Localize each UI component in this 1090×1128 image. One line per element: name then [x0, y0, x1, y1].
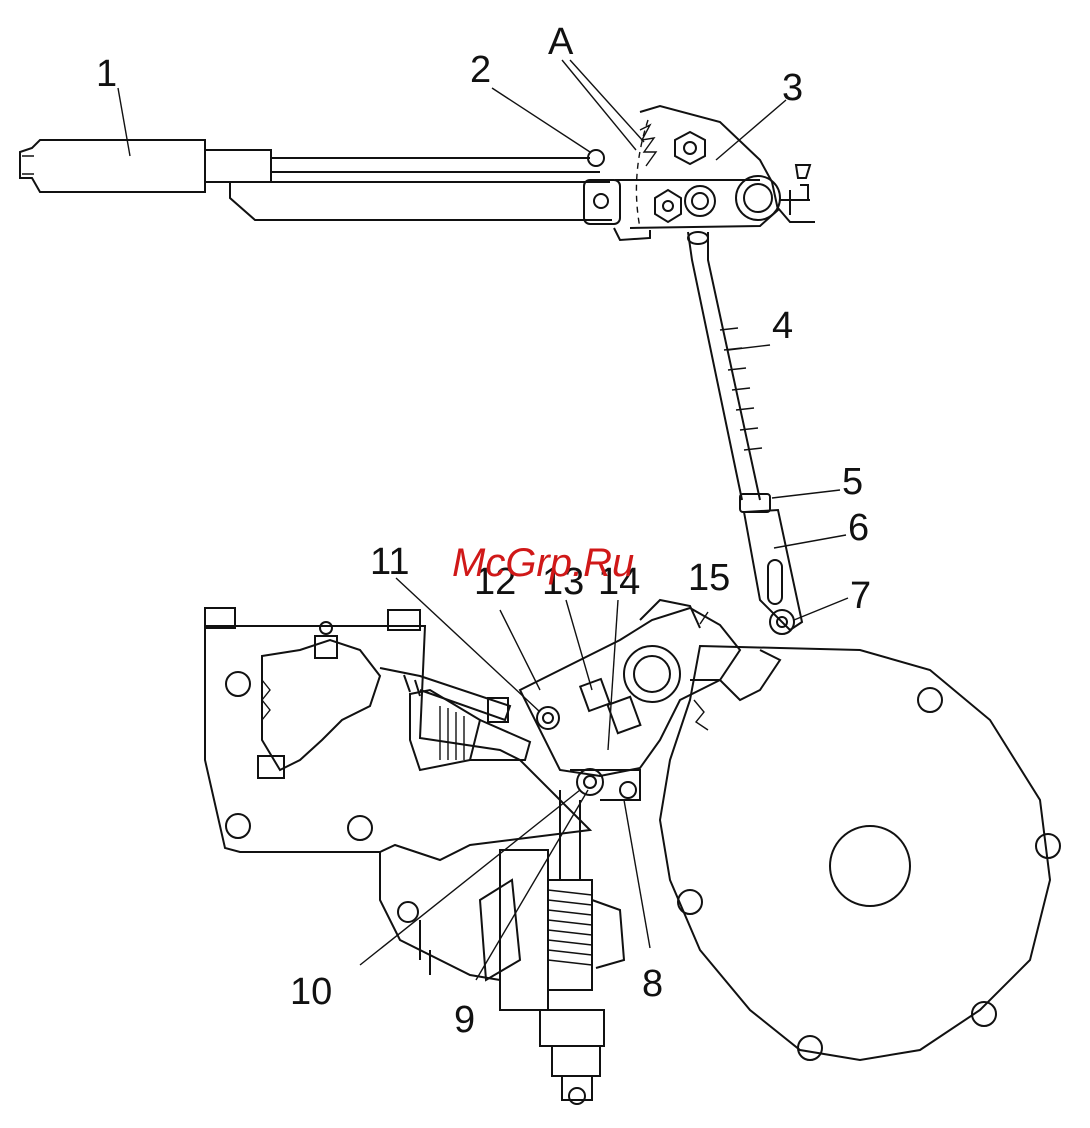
callout-9: 9 [454, 999, 475, 1041]
callout-6: 6 [848, 507, 869, 549]
hand-lever [20, 140, 612, 220]
callout-3: 3 [782, 67, 803, 109]
leader-lines [118, 60, 848, 980]
callout-11: 11 [370, 541, 409, 583]
callout-4: 4 [772, 305, 793, 347]
spring-valve [480, 790, 624, 1104]
callout-8: 8 [642, 963, 663, 1005]
callout-7: 7 [850, 575, 871, 617]
callout-15: 15 [688, 557, 730, 599]
callout-5: 5 [842, 461, 863, 503]
housing-cover [660, 646, 1060, 1060]
watermark: McGrp.Ru [452, 541, 634, 585]
callout-2: 2 [470, 49, 491, 91]
ratchet-sector [584, 106, 815, 240]
callout-A: A [548, 21, 574, 63]
callout-1: 1 [96, 53, 117, 95]
callout-labels: 1 2 A 3 4 5 6 7 8 9 10 11 12 13 14 15 [96, 21, 871, 1041]
callout-10: 10 [290, 971, 332, 1013]
central-linkage [520, 600, 740, 800]
mounting-bracket [205, 608, 590, 980]
